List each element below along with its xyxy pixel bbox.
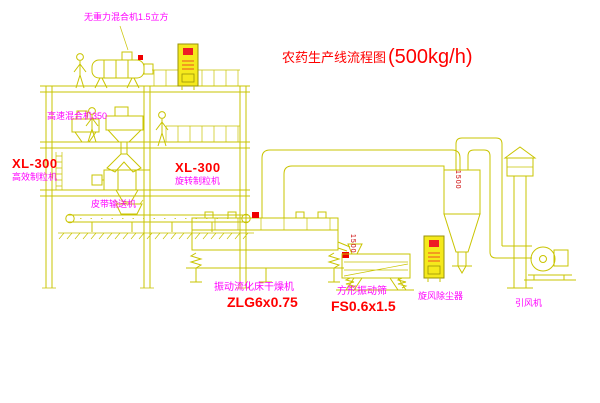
belt-conveyor [65,213,251,232]
drawing-title-capacity: (500kg/h) [388,46,473,68]
drawing-title: 农药生产线流程图 (500kg/h) [282,46,473,69]
label-screen-model: FS0.6x1.5 [331,298,396,314]
label-belt-conveyor: 皮带输送机 [91,199,137,209]
label-granulator-mid-model: XL-300 [175,160,221,175]
fan-duct [455,137,532,259]
induced-draft-fan [524,246,576,281]
exhaust-duct [261,149,461,218]
feed-bin [105,106,144,173]
label-mixer-2d: 无重力混合机1.5立方 [84,12,169,22]
label-fan: 引风机 [515,298,543,308]
dimension-screen-inlet: 1500 [349,234,356,254]
label-screen: 方形振动筛 [337,286,387,297]
label-high-speed-mixer: 高速混合机350 [47,111,108,121]
label-dryer: 振动流化床干燥机 [214,282,294,293]
fluid-bed-dryer [186,211,351,283]
label-granulator-left: 高效制粒机 [12,172,58,182]
building-frame [40,69,254,289]
label-granulator-mid: 旋转制粒机 [175,176,221,186]
exhaust-stack [503,146,537,289]
control-panel [177,43,199,91]
control-panel [423,235,445,283]
cyclone [443,169,481,275]
label-cyclone: 旋风除尘器 [418,291,464,301]
dimension-riser: 1500 [454,170,461,190]
worker-figure [73,53,87,89]
label-dryer-model: ZLG6x0.75 [227,294,298,310]
mixer-2d [91,25,154,89]
vibro-feeder [114,199,144,215]
drawing-title-text: 农药生产线流程图 [282,50,387,65]
label-granulator-left-model: XL-300 [12,156,58,171]
granulator [91,169,151,203]
high-speed-mixer [71,110,100,143]
vibrating-screen [336,243,414,291]
